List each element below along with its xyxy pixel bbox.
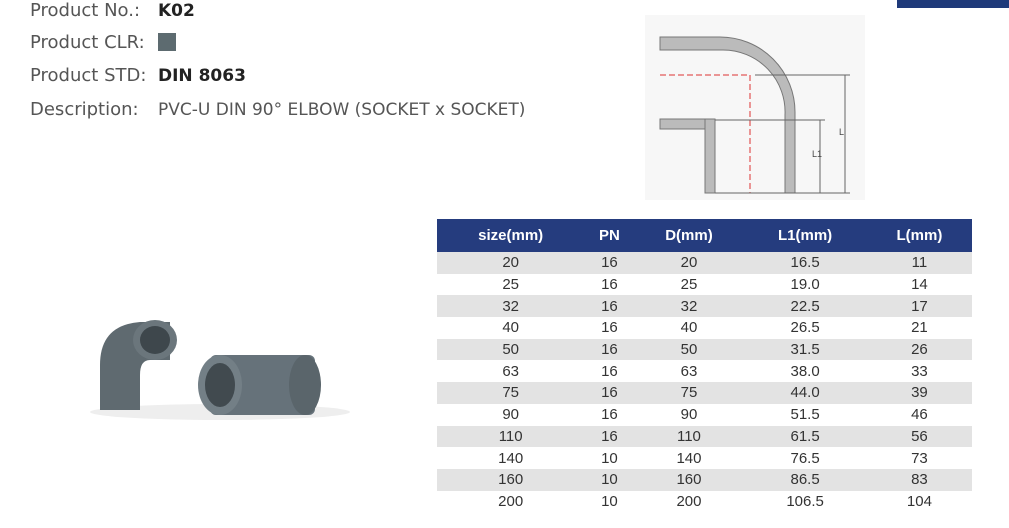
description-row: Description: PVC-U DIN 90° ELBOW (SOCKET … [30,99,525,120]
table-cell: 50 [437,338,585,361]
table-cell: 200 [676,492,702,510]
column-header: L(mm) [866,219,972,252]
table-cell: 17 [866,295,972,318]
table-cell: 16 [584,382,635,404]
table-row: 40 16 40 26.5 21 [437,317,972,339]
table-cell: 16 [584,295,635,318]
product-std-row: Product STD: DIN 8063 [30,65,246,86]
table-cell: 86.5 [743,468,867,491]
table-row: 90 16 90 51.5 46 [437,404,972,426]
table-cell: 46 [911,406,928,424]
table-cell: 10 [601,492,618,510]
table-cell: 16 [601,406,618,424]
table-cell: 10 [601,449,618,467]
table-cell: 25 [502,276,520,294]
column-header: D(mm) [634,219,744,252]
table-cell: 75 [437,382,585,404]
table-cell: 61.5 [743,425,867,448]
product-no-label: Product No.: [30,0,141,21]
table-cell: 63 [680,362,698,380]
table-cell: 44.0 [743,382,867,404]
product-std-value: DIN 8063 [158,66,246,86]
column-header: L1(mm) [743,219,867,252]
column-header: size(mm) [437,219,585,252]
table-row: 25 16 25 19.0 14 [437,274,972,296]
product-clr-row: Product CLR: [30,32,176,53]
table-cell: 106.5 [786,492,824,510]
table-cell: 16 [584,252,635,274]
product-no-value: K02 [158,1,195,21]
table-cell: 11 [866,252,972,274]
table-cell: 104 [906,492,932,510]
table-cell: 160 [437,468,585,491]
table-cell: 21 [911,319,928,337]
table-cell: 110 [634,425,744,448]
table-cell: 16 [584,425,635,448]
table-cell: 90 [502,406,520,424]
table-cell: 33 [911,362,928,380]
table-cell: 90 [680,406,698,424]
table-cell: 16.5 [743,252,867,274]
description-label: Description: [30,99,139,120]
table-cell: 10 [584,468,635,491]
table-cell: 40 [502,319,520,337]
product-clr-label: Product CLR: [30,32,145,53]
table-cell: 50 [634,338,744,361]
product-no-row: Product No.: K02 [30,0,195,21]
table-cell: 26.5 [790,319,820,337]
table-cell: 32 [437,295,585,318]
table-cell: 19.0 [790,276,820,294]
table-cell: 39 [866,382,972,404]
table-cell: 160 [634,468,744,491]
table-row: 200 10 200 106.5 104 [437,491,972,513]
table-cell: 26 [866,338,972,361]
table-row: 140 10 140 76.5 73 [437,447,972,469]
dimension-L-label: L [839,127,844,137]
dimension-L1-label: L1 [812,149,822,159]
table-cell: 38.0 [790,362,820,380]
table-cell: 200 [498,492,524,510]
table-cell: 140 [498,449,524,467]
table-cell: 31.5 [743,338,867,361]
table-cell: 20 [634,252,744,274]
table-cell: 76.5 [790,449,820,467]
table-cell: 16 [601,319,618,337]
table-cell: 140 [676,449,702,467]
top-accent-bar [897,0,1009,8]
column-header: PN [584,219,635,252]
color-swatch [158,33,176,51]
table-cell: 110 [437,425,585,448]
table-cell: 51.5 [790,406,820,424]
table-cell: 16 [584,338,635,361]
product-std-label: Product STD: [30,65,147,86]
table-cell: 40 [680,319,698,337]
table-cell: 83 [866,468,972,491]
table-cell: 22.5 [743,295,867,318]
description-value: PVC-U DIN 90° ELBOW (SOCKET x SOCKET) [158,100,526,120]
technical-drawing: L L1 [645,15,865,200]
table-cell: 16 [601,276,618,294]
table-cell: 63 [502,362,520,380]
table-cell: 75 [634,382,744,404]
table-cell: 14 [911,276,928,294]
table-row: 63 16 63 38.0 33 [437,360,972,382]
table-cell: 56 [866,425,972,448]
table-cell: 25 [680,276,698,294]
table-cell: 32 [634,295,744,318]
product-photo [90,320,350,420]
table-cell: 20 [437,252,585,274]
table-cell: 73 [911,449,928,467]
table-cell: 16 [601,362,618,380]
